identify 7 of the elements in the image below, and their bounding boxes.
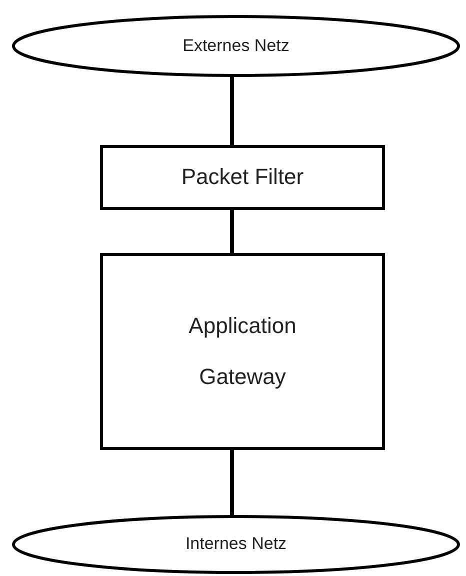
connector-line: [230, 449, 234, 516]
node-label: Internes Netz: [185, 534, 287, 555]
node-label: Packet Filter: [181, 164, 304, 191]
node-label: Application Gateway: [188, 312, 298, 391]
connector-line: [230, 209, 234, 254]
node-label: Externes Netz: [182, 36, 290, 56]
connector-line: [230, 76, 234, 146]
